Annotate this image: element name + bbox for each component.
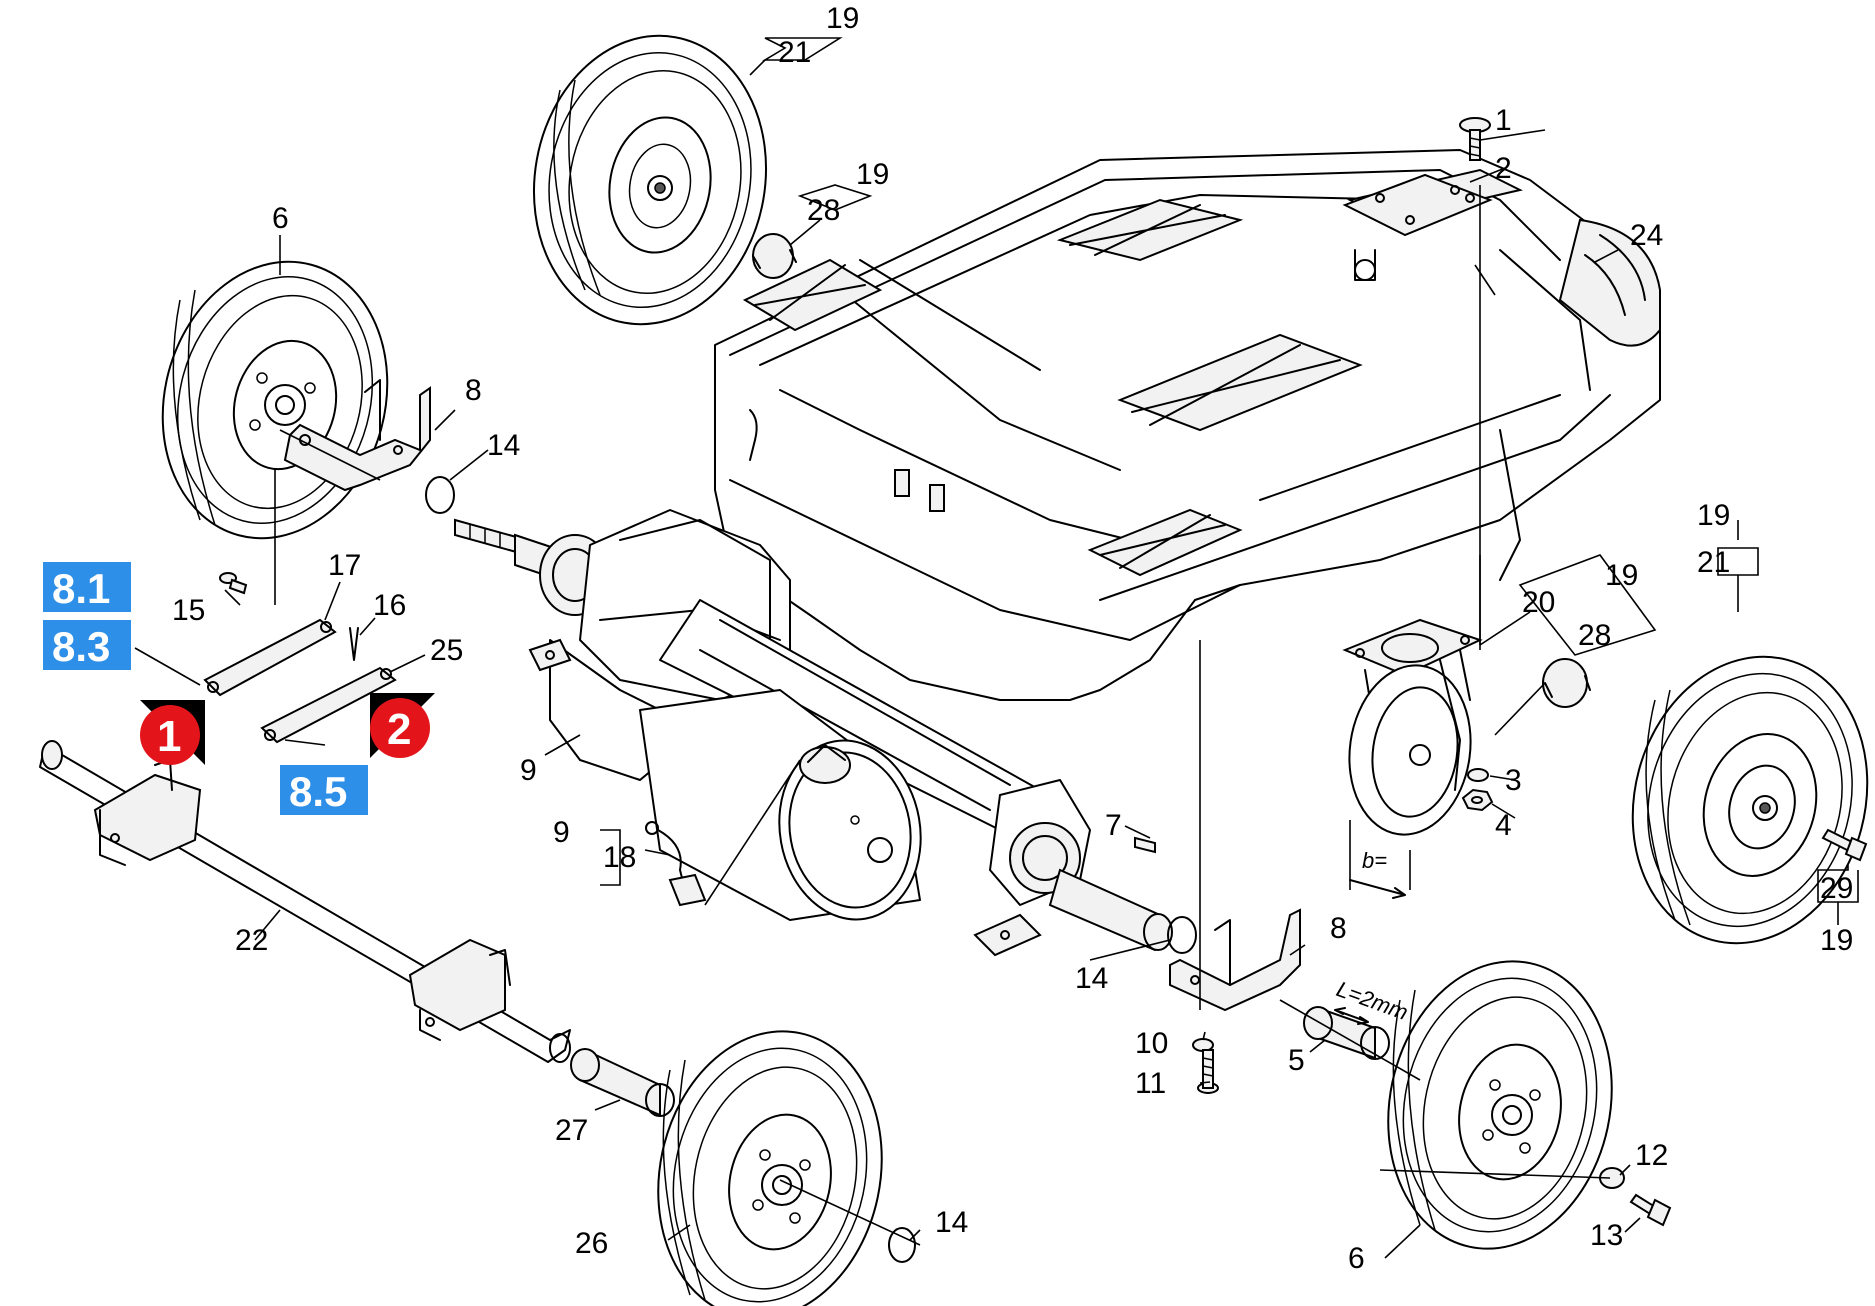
bushing-27 [570, 1048, 675, 1117]
marker-2[interactable]: 2 [370, 693, 435, 758]
label-14: 14 [1075, 962, 1108, 995]
label-14: 14 [487, 429, 520, 462]
screw-11 [1197, 1049, 1219, 1094]
label-5: 5 [1288, 1044, 1305, 1077]
svg-text:8.1: 8.1 [52, 565, 110, 612]
badge-8-1[interactable]: 8.1 [43, 562, 131, 612]
caster-wheel [1342, 618, 1483, 836]
label-9: 9 [553, 816, 570, 849]
bracket-upper-left [283, 379, 431, 492]
leader-lines [134, 37, 1859, 1259]
label-28: 28 [1578, 619, 1611, 652]
marker-1[interactable]: 1 [140, 700, 205, 765]
label-2: 2 [1495, 152, 1512, 185]
label-21: 21 [778, 36, 811, 69]
label-25: 25 [430, 634, 463, 667]
label-17: 17 [328, 549, 361, 582]
label-22: 22 [235, 924, 268, 957]
svg-text:8.3: 8.3 [52, 623, 110, 670]
label-8: 8 [465, 374, 482, 407]
label-19: 19 [1697, 499, 1730, 532]
screw-1 [1459, 117, 1491, 161]
spacer-right [1542, 658, 1591, 708]
label-19: 19 [856, 158, 889, 191]
dimension-l-arrow [1334, 1007, 1369, 1025]
label-6: 6 [272, 202, 289, 235]
bolt-right [1821, 828, 1868, 862]
nut-4 [1461, 788, 1494, 812]
axle-shaft [39, 740, 571, 1063]
svg-text:1: 1 [157, 712, 181, 761]
label-15: 15 [172, 594, 205, 627]
circlip-middle [1167, 916, 1197, 954]
dimension-b: b= [1362, 848, 1387, 873]
bracket-lower [1169, 908, 1301, 1012]
pin-7 [1134, 836, 1156, 854]
label-13: 13 [1590, 1219, 1623, 1252]
label-14: 14 [935, 1206, 968, 1239]
label-9: 9 [520, 754, 537, 787]
label-7: 7 [1105, 809, 1122, 842]
label-16: 16 [373, 589, 406, 622]
label-28: 28 [807, 194, 840, 227]
svg-text:2: 2 [387, 705, 411, 754]
circlip-lower [888, 1227, 916, 1263]
link-17 [203, 618, 337, 697]
label-21: 21 [1697, 546, 1730, 579]
cable-harness [645, 821, 707, 907]
label-6: 6 [1348, 1242, 1365, 1275]
gear-motor [454, 509, 1173, 957]
label-19: 19 [1605, 559, 1638, 592]
label-18: 18 [603, 841, 636, 874]
label-1: 1 [1495, 104, 1512, 137]
label-3: 3 [1505, 764, 1522, 797]
wheel-top-left [532, 34, 768, 326]
washer-3 [1467, 768, 1489, 782]
badge-8-5[interactable]: 8.5 [280, 765, 368, 815]
label-12: 12 [1635, 1139, 1668, 1172]
screw-15 [219, 572, 248, 595]
label-29: 29 [1820, 872, 1853, 905]
label-19: 19 [826, 2, 859, 35]
mounting-plate-2 [1342, 173, 1493, 237]
wheel-bottom-left [657, 1030, 883, 1306]
part-labels: 19 21 19 28 6 8 14 17 16 15 25 9 9 18 7 … [172, 2, 1853, 1275]
wheel-right [1631, 655, 1869, 945]
chassis-frame [714, 149, 1661, 701]
pin-16 [349, 627, 359, 661]
label-11: 11 [1135, 1067, 1166, 1100]
label-10: 10 [1135, 1027, 1168, 1060]
label-4: 4 [1495, 809, 1512, 842]
label-24: 24 [1630, 219, 1663, 252]
label-20: 20 [1522, 586, 1555, 619]
link-25 [260, 666, 397, 744]
badge-8-3[interactable]: 8.3 [43, 620, 131, 670]
label-19: 19 [1820, 924, 1853, 957]
bolt-13 [1629, 1193, 1672, 1227]
spacer-top [752, 233, 797, 279]
label-8: 8 [1330, 912, 1347, 945]
svg-text:8.5: 8.5 [289, 768, 347, 815]
dimension-b-arrow [1349, 879, 1406, 899]
label-27: 27 [555, 1114, 588, 1147]
circlip-upper [425, 476, 455, 514]
label-26: 26 [575, 1227, 608, 1260]
